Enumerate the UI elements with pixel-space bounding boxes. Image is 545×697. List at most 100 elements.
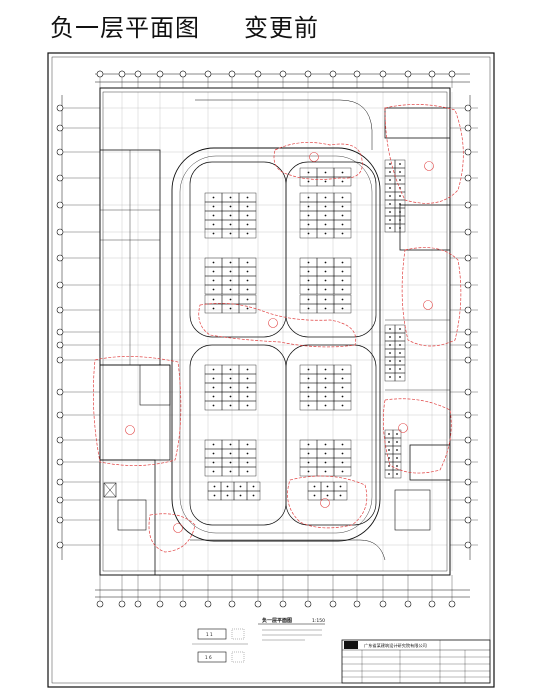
stall-mark <box>212 196 215 199</box>
stall-mark <box>246 386 249 389</box>
stall-mark <box>307 279 310 282</box>
axis-bubble-left <box>56 388 64 396</box>
stall-mark <box>389 195 391 197</box>
axis-bubble-bottom <box>353 600 361 608</box>
axis-bubble-top <box>279 70 287 78</box>
stall-mark <box>212 307 215 310</box>
stall-mark <box>396 441 398 443</box>
stall-mark <box>307 232 310 235</box>
axis-bubble-right <box>464 281 472 289</box>
axis-bubble-left <box>56 341 64 349</box>
sheet-border <box>47 52 495 688</box>
stall-mark <box>341 171 344 174</box>
stall-mark <box>399 163 401 165</box>
stall-mark <box>341 307 344 310</box>
stall-mark <box>307 298 310 301</box>
parking-stall <box>238 466 257 477</box>
stall-mark <box>239 494 242 497</box>
stall-mark <box>341 288 344 291</box>
parking-stall <box>333 400 352 411</box>
stall-mark <box>229 261 232 264</box>
stall-mark <box>229 205 232 208</box>
stall-mark <box>246 470 249 473</box>
axis-bubble-bottom <box>379 600 387 608</box>
parking-stall <box>394 223 406 233</box>
stall-mark <box>388 449 390 451</box>
stall-mark <box>212 205 215 208</box>
stall-mark <box>229 298 232 301</box>
stall-mark <box>389 179 391 181</box>
axis-bubble-top <box>353 70 361 78</box>
stall-mark <box>388 473 390 475</box>
stall-mark <box>212 377 215 380</box>
stall-mark <box>341 223 344 226</box>
stall-mark <box>341 395 344 398</box>
parking-stalls <box>204 159 406 501</box>
axis-bubble-right <box>464 328 472 336</box>
axis-bubble-bottom <box>279 600 287 608</box>
axis-bubble-bottom <box>329 600 337 608</box>
stall-mark <box>389 336 391 338</box>
plan-scale-text: 1:150 <box>312 618 325 624</box>
stall-mark <box>307 452 310 455</box>
driving-lanes <box>171 147 381 542</box>
axis-bubble-right <box>464 478 472 486</box>
axis-bubble-top <box>204 70 212 78</box>
stall-mark <box>307 171 310 174</box>
stall-mark <box>252 485 255 488</box>
axis-bubble-left <box>56 541 64 549</box>
axis-bubble-left <box>56 124 64 132</box>
stall-mark <box>307 223 310 226</box>
axis-bubble-right <box>464 411 472 419</box>
axis-bubble-left <box>56 148 64 156</box>
stall-mark <box>341 205 344 208</box>
stall-mark <box>212 404 215 407</box>
axis-bubble-top <box>156 70 164 78</box>
stall-mark <box>396 449 398 451</box>
stall-mark <box>399 211 401 213</box>
stall-mark <box>399 219 401 221</box>
axis-bubble-left <box>56 436 64 444</box>
axis-bubble-bottom <box>179 600 187 608</box>
parking-stall <box>333 303 352 314</box>
stall-mark <box>307 196 310 199</box>
axis-bubble-left <box>56 174 64 182</box>
stall-mark <box>326 494 329 497</box>
stall-mark <box>307 368 310 371</box>
stall-mark <box>399 344 401 346</box>
axis-bubble-top <box>254 70 262 78</box>
stall-mark <box>324 298 327 301</box>
stall-mark <box>229 214 232 217</box>
parking-stall <box>333 490 348 501</box>
stall-mark <box>399 179 401 181</box>
axis-bubble-top <box>428 70 436 78</box>
stall-mark <box>389 171 391 173</box>
stall-mark <box>389 211 391 213</box>
stall-mark <box>399 195 401 197</box>
stall-mark <box>324 452 327 455</box>
parking-stall <box>238 284 257 295</box>
axis-bubble-left <box>56 254 64 262</box>
stall-mark <box>246 196 249 199</box>
parking-stall <box>392 469 402 479</box>
stall-mark <box>229 368 232 371</box>
axis-bubble-right <box>464 174 472 182</box>
parking-stall <box>394 372 406 382</box>
parking-stall <box>246 490 261 501</box>
stall-mark <box>324 386 327 389</box>
stall-mark <box>229 404 232 407</box>
stall-mark <box>341 196 344 199</box>
parking-stall <box>333 228 352 239</box>
axis-bubble-right <box>464 436 472 444</box>
axis-bubble-right <box>464 148 472 156</box>
stall-mark <box>388 465 390 467</box>
revision-clouds <box>92 104 464 553</box>
stall-mark <box>229 223 232 226</box>
stall-mark <box>212 443 215 446</box>
stall-mark <box>307 377 310 380</box>
stall-mark <box>341 386 344 389</box>
stall-mark <box>324 307 327 310</box>
stall-mark <box>246 205 249 208</box>
stall-mark <box>341 368 344 371</box>
stall-mark <box>341 279 344 282</box>
